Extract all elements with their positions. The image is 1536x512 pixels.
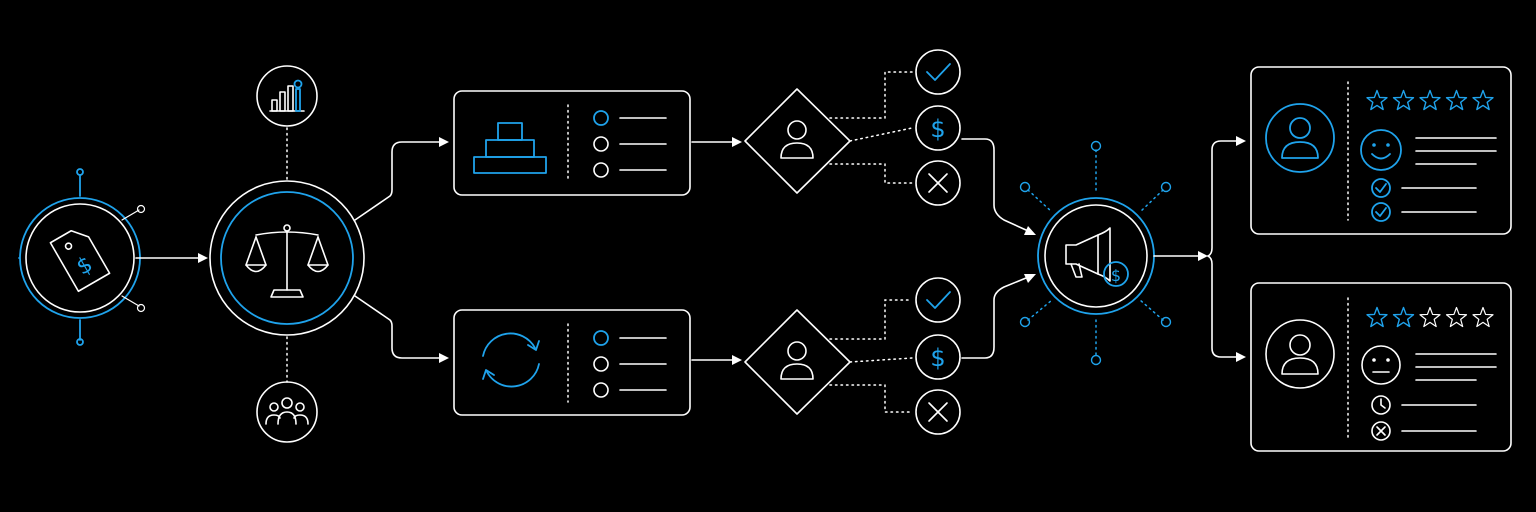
review-card-bottom (1250, 282, 1512, 452)
tier-card (453, 90, 691, 196)
connector-pay-top-to-hub (961, 138, 1036, 235)
connector-tier-to-decision (691, 137, 742, 147)
price-tag-dollar: $ (72, 252, 97, 281)
cycle-card-list (593, 330, 667, 398)
outcome-bottom-reject (915, 389, 961, 435)
scales-icon (245, 224, 329, 298)
dollar-icon: $ (930, 344, 945, 372)
balance-node (209, 180, 365, 336)
marketing-hub: $ (1019, 140, 1172, 366)
clock-icon (1371, 395, 1391, 415)
outcome-bottom-approve (915, 277, 961, 323)
star-filled-icon (1366, 306, 1388, 328)
outcome-top-pay: $ (915, 105, 961, 151)
connector-balance-to-tier (354, 137, 449, 221)
user-avatar-icon (1265, 319, 1335, 389)
person-icon (780, 341, 814, 380)
people-group-icon (265, 397, 309, 425)
close-icon (928, 402, 948, 422)
person-icon (780, 120, 814, 159)
outcome-top-reject (915, 160, 961, 206)
decision-top (744, 88, 851, 194)
analytics-node (256, 65, 318, 127)
connector-balance-to-cycle (354, 295, 449, 363)
stacked-tiers-icon (473, 122, 547, 174)
star-filled-icon (1392, 306, 1415, 328)
user-avatar-icon (1265, 103, 1335, 173)
tier-card-list (593, 110, 667, 178)
audience-node (256, 381, 318, 443)
star-empty-icon (1419, 306, 1441, 328)
check-icon (926, 291, 951, 309)
megaphone-dollar: $ (1111, 266, 1121, 285)
connector-cycle-to-decision (691, 355, 742, 365)
close-circle-icon (1371, 421, 1391, 441)
outcome-bottom-pay: $ (915, 334, 961, 380)
check-circle-icon (1371, 178, 1391, 198)
cycle-card (453, 309, 691, 416)
connector-pay-bottom-to-hub (961, 274, 1036, 359)
star-filled-icon (1472, 89, 1494, 111)
close-icon (928, 173, 948, 193)
star-rating (1366, 89, 1494, 111)
bar-chart-icon (269, 79, 305, 112)
check-icon (926, 63, 951, 81)
star-empty-icon (1472, 306, 1494, 328)
star-filled-icon (1445, 89, 1468, 111)
star-filled-icon (1392, 89, 1415, 111)
check-circle-icon (1371, 202, 1391, 222)
review-card-top (1250, 66, 1512, 235)
star-filled-icon (1366, 89, 1388, 111)
megaphone-icon: $ (1065, 227, 1129, 287)
price-tag-node: $ (18, 168, 146, 346)
smiley-face-icon (1360, 129, 1402, 171)
connector-hub-to-reviews (1153, 136, 1246, 362)
star-empty-icon (1445, 306, 1468, 328)
dollar-icon: $ (930, 115, 945, 143)
star-filled-icon (1419, 89, 1441, 111)
outcome-top-approve (915, 49, 961, 95)
connector-tag-to-balance (135, 253, 208, 263)
neutral-face-icon (1361, 345, 1401, 385)
decision-bottom (744, 309, 851, 415)
branches-top (829, 71, 913, 184)
star-rating (1366, 306, 1494, 328)
refresh-cycle-icon (482, 332, 540, 388)
branches-bottom (829, 299, 913, 413)
price-tag-icon: $ (49, 229, 111, 293)
